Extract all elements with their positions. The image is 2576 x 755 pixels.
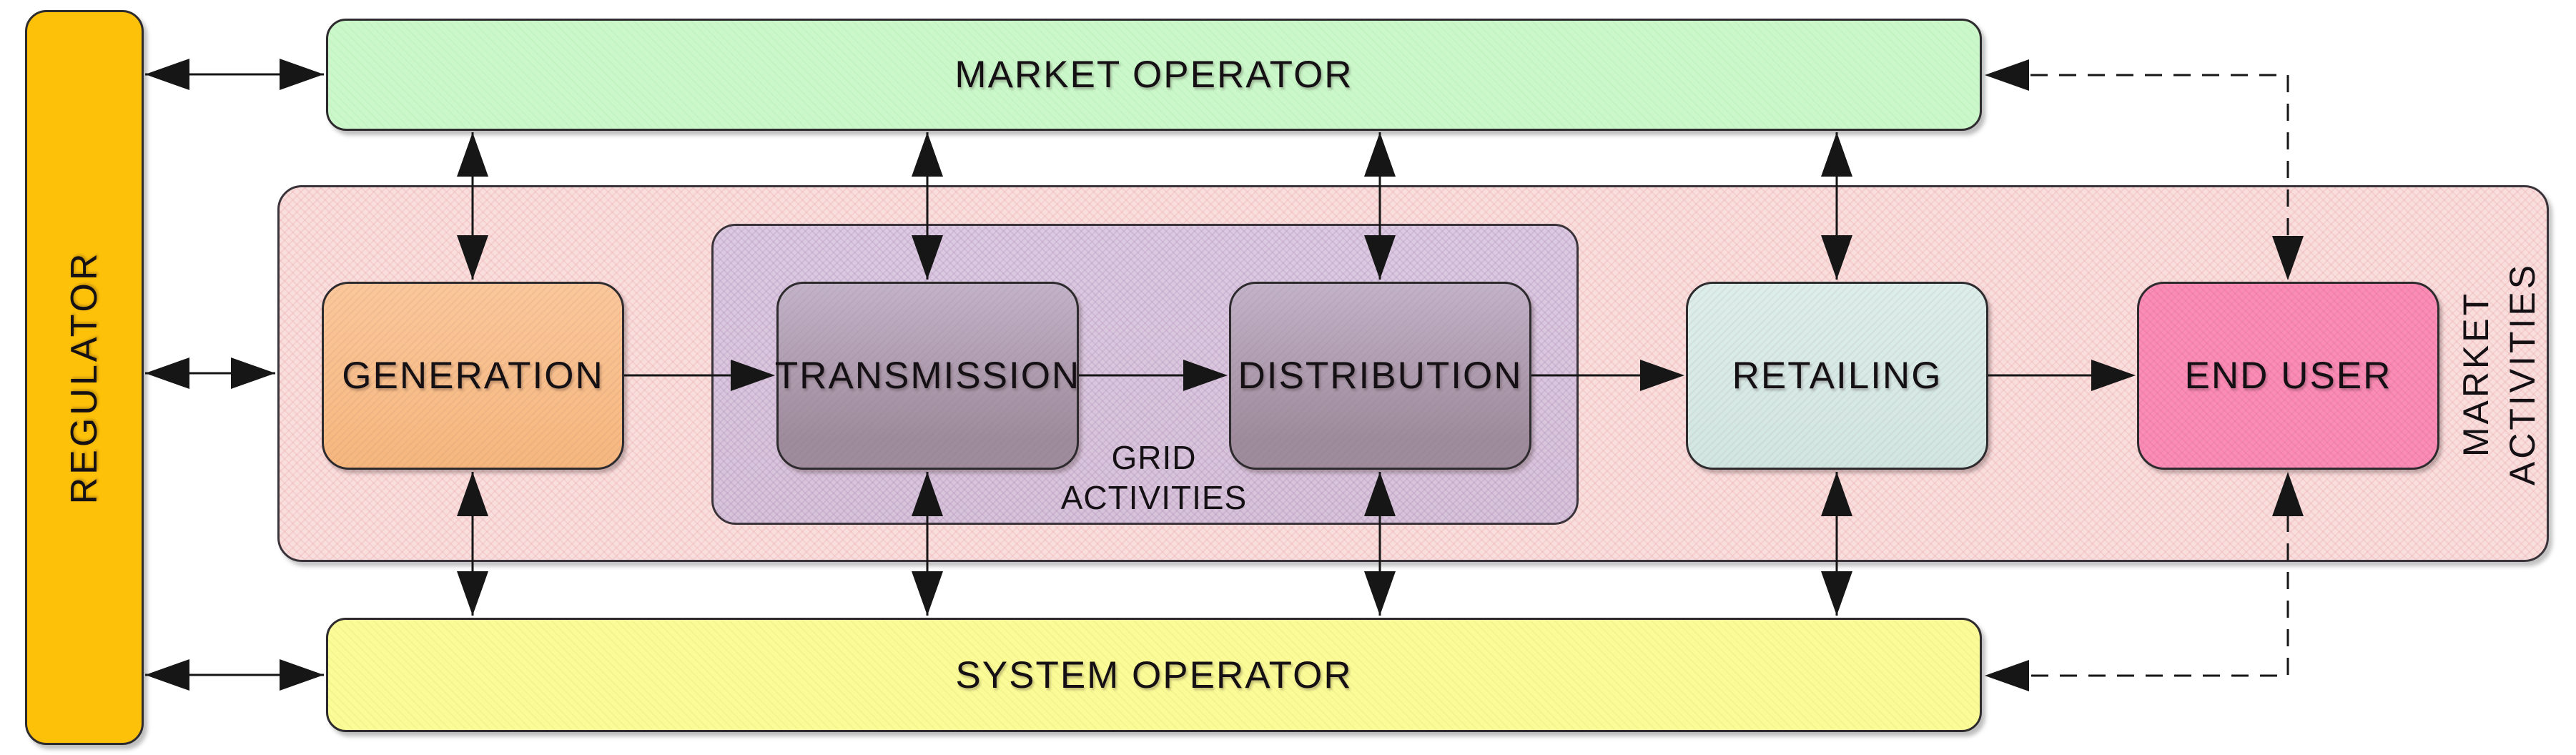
arrow-regulator-market-activities [145, 357, 275, 389]
node-transmission: TRANSMISSION [774, 282, 1081, 470]
end-user-label: END USER [2184, 355, 2392, 397]
arrow-regulator-system-operator [145, 659, 324, 691]
node-system-operator: SYSTEM OPERATOR [326, 618, 1982, 732]
node-distribution: DISTRIBUTION [1229, 282, 1531, 470]
retailing-label: RETAILING [1732, 355, 1943, 397]
transmission-label: TRANSMISSION [774, 355, 1081, 397]
node-end-user: END USER [2137, 282, 2439, 470]
node-retailing: RETAILING [1686, 282, 1988, 470]
node-market-operator: MARKET OPERATOR [326, 19, 1982, 131]
system-operator-label: SYSTEM OPERATOR [955, 653, 1353, 696]
node-regulator [25, 10, 144, 745]
arrow-regulator-market-operator [145, 59, 324, 90]
grid-activities-label: GRID ACTIVITIES [1060, 439, 1248, 517]
regulator-label: REGULATOR [64, 250, 105, 505]
market-operator-label: MARKET OPERATOR [954, 54, 1353, 96]
generation-label: GENERATION [342, 355, 604, 397]
node-generation: GENERATION [322, 282, 624, 470]
market-activities-label: MARKET ACTIVITIES [2456, 262, 2542, 486]
distribution-label: DISTRIBUTION [1238, 355, 1523, 397]
